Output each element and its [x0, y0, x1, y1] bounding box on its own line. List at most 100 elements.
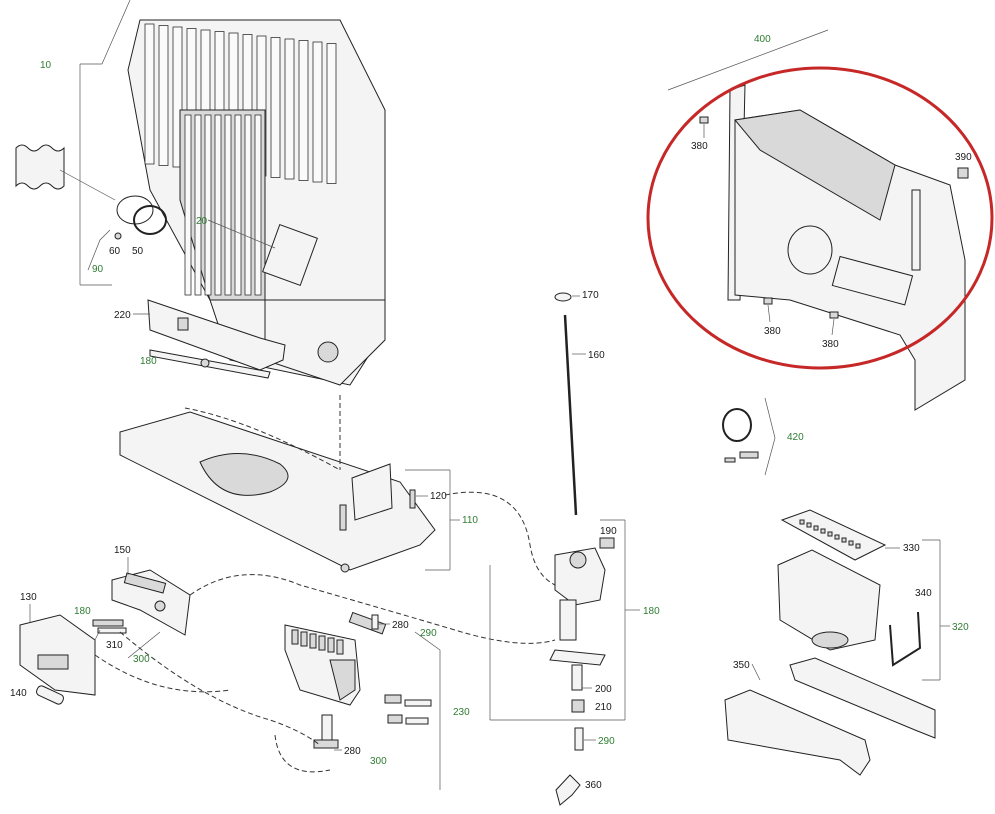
burner-230-part[interactable] — [284, 624, 361, 706]
label-320: 320 — [952, 622, 969, 633]
base-tray-part[interactable] — [119, 411, 436, 573]
electrode-310-part[interactable] — [92, 619, 127, 634]
grille-330-part[interactable] — [780, 509, 887, 561]
burner-slot — [309, 633, 317, 649]
washer-170-part[interactable] — [554, 292, 572, 302]
label-230: 230 — [453, 707, 470, 718]
label-400: 400 — [754, 34, 771, 45]
label-130: 130 — [20, 592, 37, 603]
label-290-b: 290 — [598, 736, 615, 747]
label-140: 140 — [10, 688, 27, 699]
burner-bracket-part[interactable] — [147, 299, 286, 379]
fitting-290-part[interactable] — [574, 727, 584, 751]
heat-exchanger-fin — [184, 114, 192, 296]
highlight-circle — [646, 66, 994, 370]
label-90: 90 — [92, 264, 104, 275]
label-20: 20 — [196, 216, 208, 227]
label-50: 50 — [132, 246, 144, 257]
pilot-burner-part[interactable] — [313, 714, 339, 749]
heat-exchanger-fin — [194, 114, 202, 296]
label-210: 210 — [595, 702, 612, 713]
heat-exchanger-fin — [234, 114, 242, 296]
heat-exchanger-fin — [254, 114, 262, 296]
heat-exchanger-part[interactable] — [127, 19, 386, 386]
heat-exchanger-fin — [298, 40, 309, 181]
label-180-a: 180 — [140, 356, 157, 367]
burner-slot — [291, 629, 299, 645]
seal-420-part[interactable] — [722, 408, 759, 463]
label-340: 340 — [915, 588, 932, 599]
heat-exchanger-fin — [244, 114, 252, 296]
grille-slot — [813, 525, 819, 531]
burner-slot — [318, 635, 326, 651]
rod-160-part[interactable] — [563, 314, 578, 516]
label-280-b: 280 — [344, 746, 361, 757]
label-220: 220 — [114, 310, 131, 321]
label-180-b: 180 — [74, 606, 91, 617]
seal-ring-part[interactable] — [114, 195, 167, 240]
grille-slot — [806, 522, 812, 528]
burner-slot — [336, 639, 344, 655]
grille-slot — [848, 540, 854, 546]
heat-exchanger-fin — [270, 37, 281, 178]
heat-exchanger-fin — [204, 114, 212, 296]
label-180-c: 180 — [643, 606, 660, 617]
label-380-a: 380 — [691, 141, 708, 152]
control-housing-part[interactable] — [111, 569, 191, 636]
fittings-part[interactable] — [384, 694, 432, 725]
gas-valve-part[interactable] — [549, 547, 606, 691]
label-330: 330 — [903, 543, 920, 554]
label-290-a: 290 — [420, 628, 437, 639]
label-300-b: 300 — [370, 756, 387, 767]
screw-380-parts[interactable] — [699, 116, 839, 319]
label-360: 360 — [585, 780, 602, 791]
grille-slot — [841, 537, 847, 543]
heat-exchanger-fin — [224, 114, 232, 296]
label-10: 10 — [40, 60, 52, 71]
label-350: 350 — [733, 660, 750, 671]
label-160: 160 — [588, 350, 605, 361]
heat-exchanger-fin — [284, 38, 295, 180]
heat-exchanger-fin — [214, 114, 222, 296]
heat-exchanger-fin — [158, 25, 169, 166]
heat-exchanger-fin — [172, 26, 183, 168]
heat-exchanger-fin — [144, 23, 155, 165]
label-190: 190 — [600, 526, 617, 537]
label-60: 60 — [109, 246, 121, 257]
cover-400-part[interactable] — [727, 84, 966, 411]
elbow-360-part[interactable] — [555, 774, 581, 806]
knob-part[interactable] — [35, 685, 65, 706]
heat-exchanger-fin — [326, 43, 337, 184]
heat-exchanger-fin — [312, 41, 323, 183]
label-120: 120 — [430, 491, 447, 502]
label-390: 390 — [955, 152, 972, 163]
grille-slot — [834, 534, 840, 540]
spring-clip-340-part[interactable] — [889, 611, 922, 667]
grille-slot — [855, 543, 861, 549]
injector-280-part[interactable] — [348, 611, 387, 635]
burner-slot — [300, 631, 308, 647]
drip-tray-350-part[interactable] — [724, 657, 936, 776]
label-300-a: 300 — [133, 654, 150, 665]
nut-210-part[interactable] — [571, 699, 585, 713]
clip-190-part[interactable] — [599, 537, 615, 549]
label-200: 200 — [595, 684, 612, 695]
label-380-b: 380 — [764, 326, 781, 337]
control-box-part[interactable] — [19, 614, 96, 696]
label-170: 170 — [582, 290, 599, 301]
screw-120-part[interactable] — [409, 489, 416, 509]
coil-spring-part[interactable] — [15, 144, 116, 201]
grille-slot — [820, 528, 826, 534]
grille-slot — [799, 519, 805, 525]
burner-box-part[interactable] — [777, 549, 881, 651]
grille-slot — [827, 531, 833, 537]
clip-390-part[interactable] — [957, 167, 969, 179]
label-310: 310 — [106, 640, 123, 651]
label-280-a: 280 — [392, 620, 409, 631]
label-150: 150 — [114, 545, 131, 556]
burner-slot — [327, 637, 335, 653]
label-380-c: 380 — [822, 339, 839, 350]
label-420: 420 — [787, 432, 804, 443]
label-110: 110 — [462, 515, 478, 526]
